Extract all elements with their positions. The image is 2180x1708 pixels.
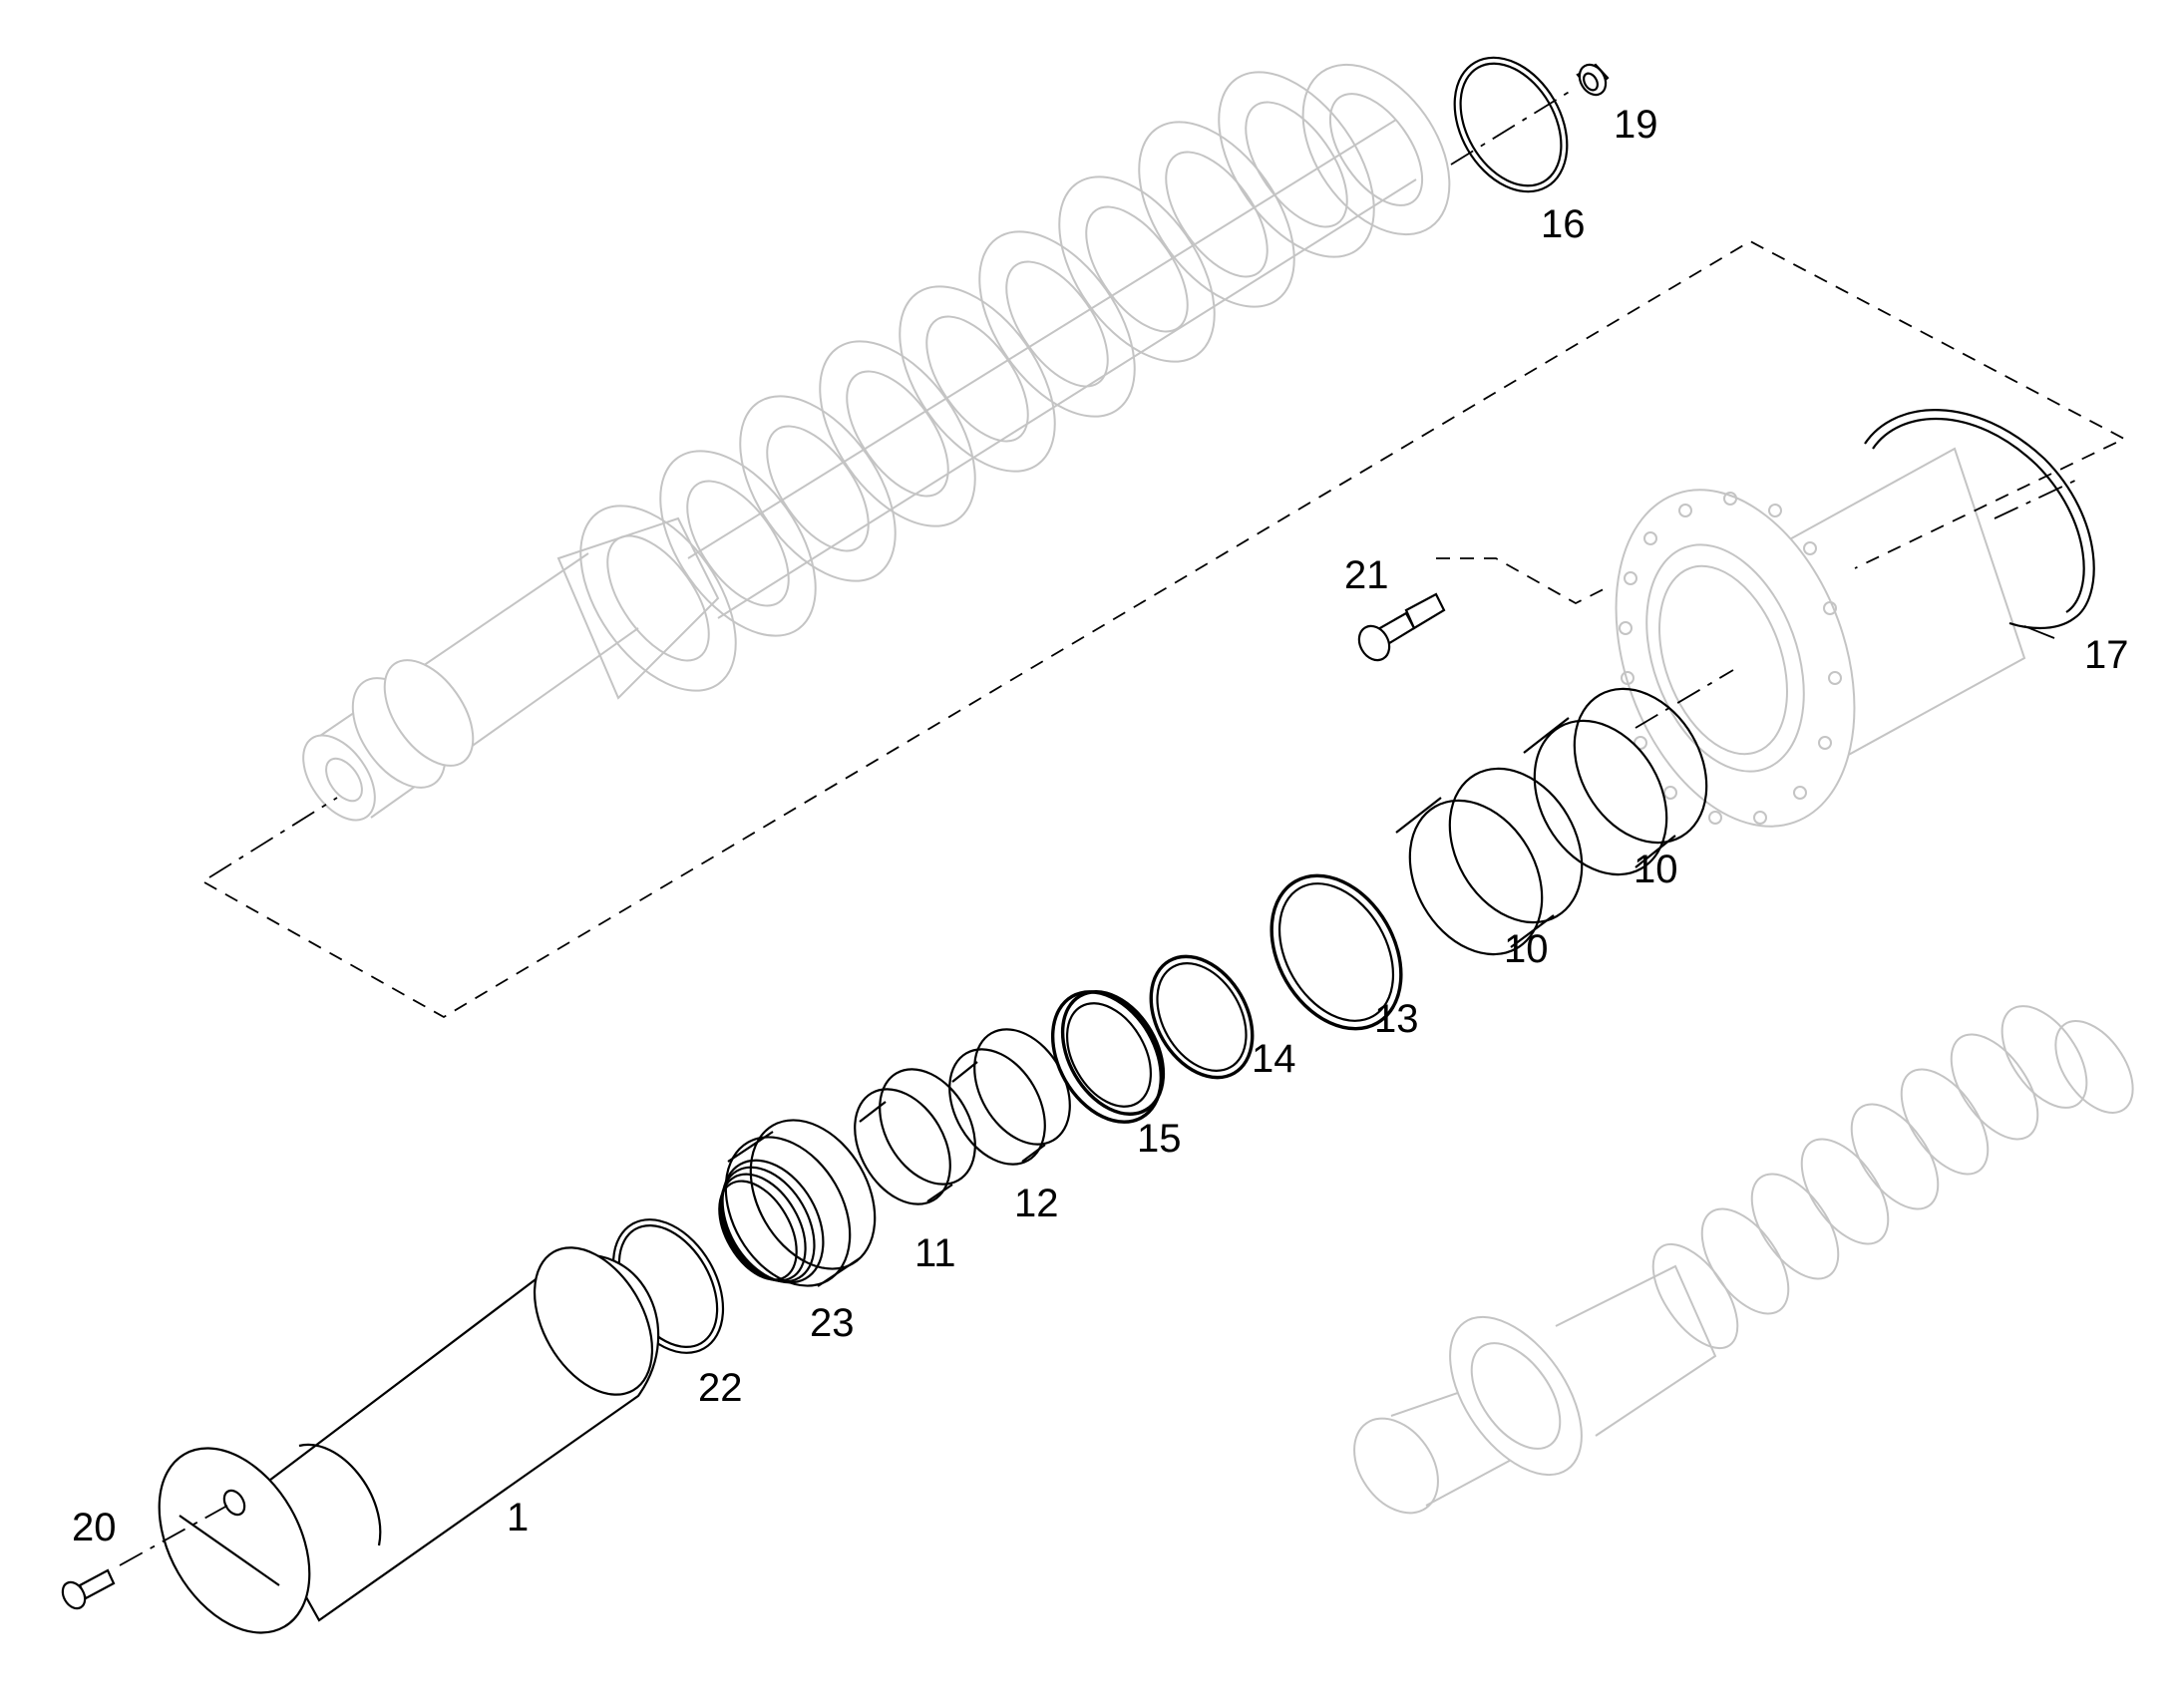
part-14-ring[interactable] — [1131, 938, 1273, 1096]
callout-13: 13 — [1374, 997, 1419, 1041]
part-19-plug[interactable] — [1575, 60, 1612, 100]
callout-19: 19 — [1614, 103, 1658, 147]
center-axis-flange — [1635, 669, 1734, 729]
callout-10a: 10 — [1634, 848, 1678, 891]
ghost-spring-assembly-bottom — [1353, 1005, 2134, 1515]
part-1-cylinder[interactable] — [129, 1227, 677, 1659]
part-11-ring[interactable] — [836, 1052, 995, 1220]
callout-17: 17 — [2084, 633, 2129, 677]
callout-20: 20 — [72, 1506, 117, 1549]
callout-23: 23 — [810, 1301, 855, 1345]
callout-16: 16 — [1541, 202, 1586, 246]
part-10-bushing-b[interactable] — [1383, 745, 1609, 978]
callout-11: 11 — [914, 1231, 956, 1275]
part-16-o-ring[interactable] — [1432, 38, 1591, 212]
callout-labels: 1 10 10 11 12 13 14 15 16 17 19 20 21 22… — [72, 103, 2129, 1549]
part-10-bushing-a[interactable] — [1508, 665, 1733, 898]
callout-21: 21 — [1344, 553, 1389, 597]
callout-14: 14 — [1252, 1037, 1296, 1081]
part-21-bolt[interactable] — [1353, 592, 1446, 666]
center-axis-main — [208, 797, 338, 878]
part-12-ring[interactable] — [930, 1012, 1090, 1181]
callout-15: 15 — [1137, 1117, 1182, 1161]
center-axis-17 — [1994, 478, 2080, 519]
callout-12: 12 — [1014, 1182, 1059, 1225]
flange-bolt-holes — [1619, 492, 1842, 825]
ghost-flange-housing — [1615, 447, 2026, 828]
part-23-threaded-nut[interactable] — [700, 1098, 900, 1308]
callout-1: 1 — [507, 1496, 529, 1539]
callout-10b: 10 — [1504, 927, 1549, 971]
callout-22: 22 — [698, 1366, 743, 1410]
part-20-screw[interactable] — [58, 1568, 116, 1612]
leader-dashed-21 — [1436, 557, 1607, 605]
center-axis-20 — [119, 1505, 228, 1566]
ghost-spring-assembly-top — [302, 63, 1451, 822]
part-13-ring[interactable] — [1246, 853, 1427, 1052]
part-17-ring[interactable] — [1864, 409, 2095, 630]
leader-17 — [2023, 625, 2055, 639]
